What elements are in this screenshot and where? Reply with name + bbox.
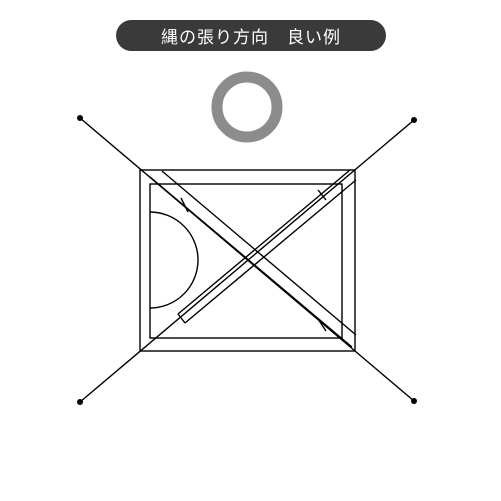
anchor-top-right (411, 117, 417, 123)
anchor-bottom-right (411, 398, 417, 404)
strut-b-tip-bottom (177, 313, 186, 324)
anchor-top-left (77, 115, 83, 121)
diagonal-strut-b (177, 169, 357, 324)
strut-a-tip-top (180, 197, 189, 213)
anchor-bottom-left (77, 399, 83, 405)
inner-frame (149, 183, 343, 339)
outer-frame (139, 169, 356, 352)
circle-ok-icon (211, 71, 283, 143)
rope-line-b (79, 119, 415, 403)
door-swing-arc (149, 211, 199, 309)
page-title: 縄の張り方向 良い例 (116, 20, 386, 51)
strut-b-tip-top (317, 189, 327, 201)
title-text: 縄の張り方向 良い例 (161, 28, 341, 48)
strut-a-tip-bottom (317, 318, 327, 332)
diagonal-strut-a (149, 170, 357, 348)
